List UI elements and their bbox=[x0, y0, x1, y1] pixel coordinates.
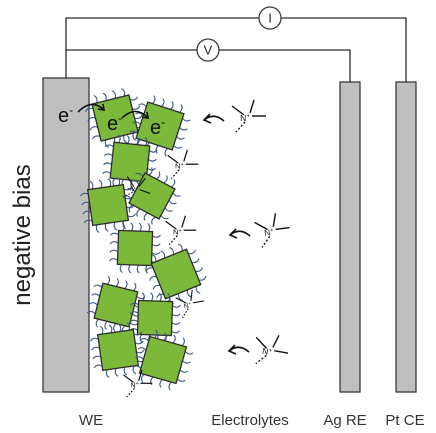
migration-arrowhead bbox=[202, 113, 212, 124]
working-electrode-label: WE bbox=[79, 412, 103, 429]
electrolyte-ion: N+ bbox=[254, 213, 290, 248]
reference-electrode-label: Ag RE bbox=[323, 412, 366, 429]
nanocrystal-core bbox=[150, 248, 202, 300]
nanocrystal bbox=[129, 292, 181, 344]
nanocrystal-core bbox=[109, 141, 151, 183]
migration-arrows bbox=[202, 113, 251, 355]
nanocrystal bbox=[80, 177, 136, 233]
ion-label: N+ bbox=[173, 228, 182, 237]
bias-label: negative bias bbox=[9, 164, 36, 305]
reference-electrode bbox=[339, 81, 361, 393]
electron-arrow bbox=[121, 110, 149, 119]
electron-label: e- bbox=[150, 115, 165, 139]
electrolyte-ion: N+ bbox=[231, 99, 266, 133]
electron-transfer: e- e- e- bbox=[58, 103, 165, 139]
ligand-shell bbox=[132, 329, 194, 391]
nanocrystal bbox=[109, 222, 161, 274]
migration-arrowhead bbox=[227, 344, 237, 355]
electron-arrowhead bbox=[141, 111, 149, 119]
circuit-wires bbox=[65, 17, 407, 82]
electron-arrowhead bbox=[97, 103, 105, 111]
ligand-shell bbox=[129, 95, 191, 157]
bound-ion: N+ bbox=[165, 215, 197, 246]
nanocrystal-core bbox=[116, 229, 154, 267]
ion-label: N+ bbox=[240, 113, 250, 123]
nanocrystal-core bbox=[86, 183, 130, 227]
nanocrystal-core bbox=[136, 299, 174, 337]
electrolytes-label: Electrolytes bbox=[211, 412, 289, 429]
ion-label: N+ bbox=[130, 381, 138, 390]
ion-label: N+ bbox=[183, 302, 192, 311]
ion-label: N+ bbox=[261, 346, 273, 358]
ion-label: N+ bbox=[129, 185, 139, 195]
nanocrystal-core bbox=[93, 282, 139, 328]
nanocrystal bbox=[145, 243, 207, 305]
nanocrystal-layer bbox=[80, 88, 207, 391]
ammeter-label: I bbox=[268, 11, 272, 26]
migration-arrowhead bbox=[228, 228, 238, 239]
electron-arrow bbox=[77, 103, 105, 113]
nanocrystal-core bbox=[138, 335, 188, 385]
ligand-shell bbox=[80, 177, 136, 233]
nanocrystal bbox=[90, 322, 146, 378]
ion-label: N+ bbox=[264, 227, 275, 238]
nanocrystal-core bbox=[96, 328, 140, 372]
voltmeter-label: V bbox=[204, 43, 213, 58]
nanocrystal bbox=[102, 134, 158, 190]
electron-label: e- bbox=[107, 111, 122, 135]
ion-label: N+ bbox=[175, 162, 184, 171]
working-electrode bbox=[42, 77, 90, 393]
bound-ion: N+ bbox=[167, 149, 199, 180]
electrolyte-ion: N+ bbox=[255, 334, 289, 365]
electron-label: e- bbox=[58, 103, 73, 127]
voltmeter: V bbox=[196, 38, 220, 62]
counter-electrode bbox=[395, 81, 417, 393]
bound-ion-layer: N+ N+ N+ N+ N+ bbox=[122, 149, 205, 398]
bound-ion: N+ bbox=[175, 289, 205, 318]
bound-ion: N+ bbox=[122, 176, 151, 198]
electrolyte-ions: N+ N+ N+ bbox=[231, 99, 290, 365]
nanocrystal bbox=[132, 329, 194, 391]
ammeter: I bbox=[258, 6, 282, 30]
ligand-shell bbox=[123, 167, 181, 225]
counter-electrode-label: Pt CE bbox=[385, 412, 424, 429]
bound-ion: N+ bbox=[123, 369, 153, 398]
